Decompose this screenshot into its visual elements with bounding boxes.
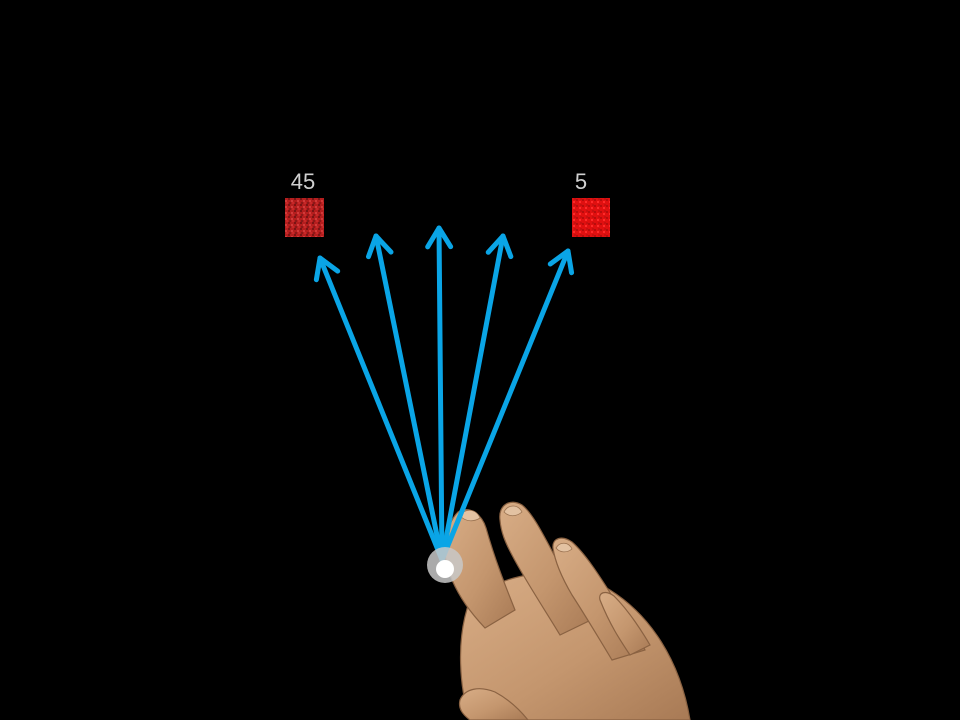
hand-icon — [444, 501, 691, 720]
right-target — [572, 198, 610, 237]
arrow-4 — [439, 233, 514, 563]
right-target-label: 5 — [575, 169, 587, 194]
start-point-icon — [427, 547, 463, 583]
left-target-label: 45 — [291, 169, 315, 194]
arrow-2 — [365, 233, 445, 563]
left-target — [285, 198, 324, 237]
arrow-3 — [425, 225, 454, 563]
arrow-group — [313, 225, 575, 563]
arrow-5 — [439, 248, 575, 563]
arrow-1 — [313, 255, 445, 563]
